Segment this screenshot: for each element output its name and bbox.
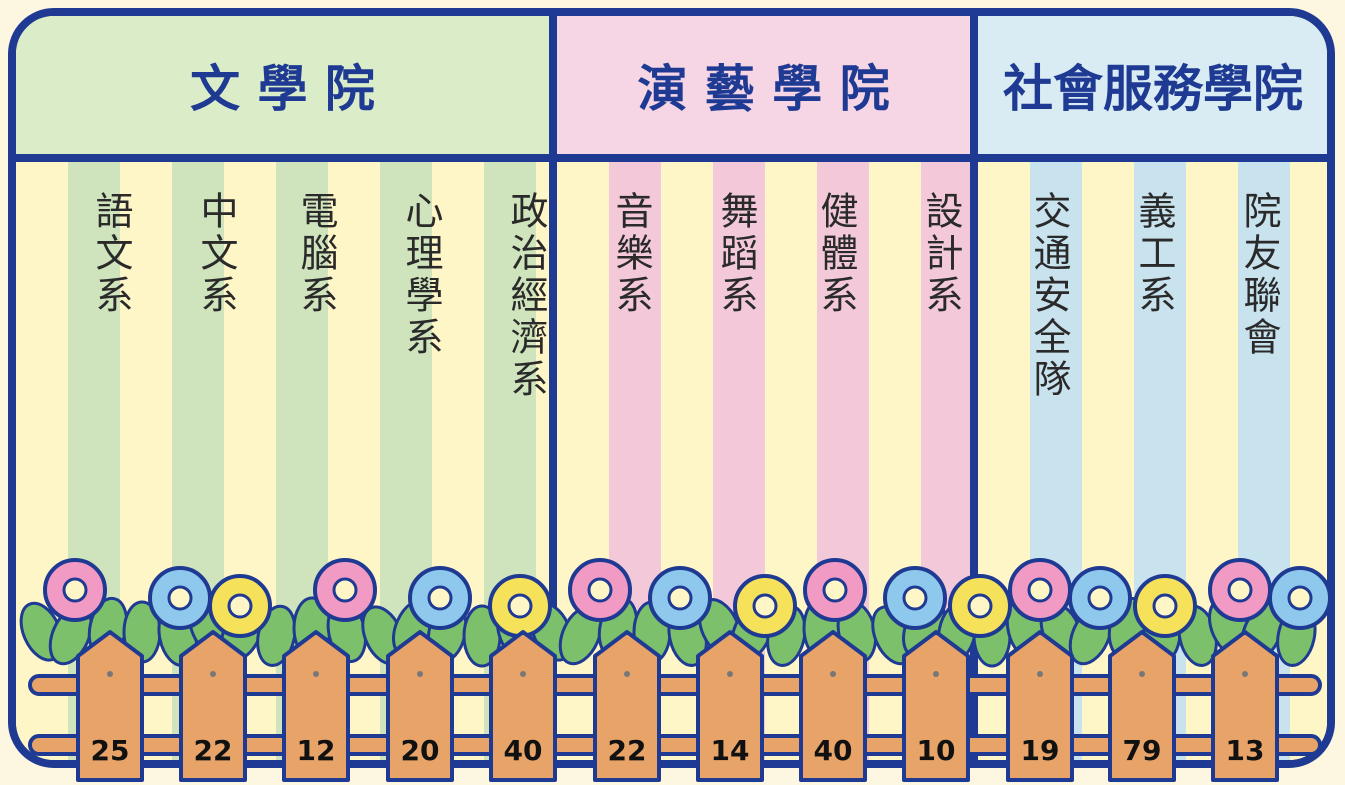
fence-picket bbox=[179, 630, 247, 782]
group-title-performing-arts: 演 藝 學 院 bbox=[637, 59, 890, 118]
chart-frame: 文 學 院 演 藝 學 院 社會服務學院 語文系 中文系 電腦系 心理學系 政治… bbox=[8, 8, 1335, 768]
department-label: 音樂系 bbox=[609, 191, 653, 317]
department-label: 音樂系 bbox=[601, 191, 661, 317]
value-label: 22 bbox=[608, 734, 647, 767]
fence-picket bbox=[386, 630, 454, 782]
value-label: 40 bbox=[504, 734, 543, 767]
fence-picket bbox=[1211, 630, 1279, 782]
group-title-social-service: 社會服務學院 bbox=[1003, 59, 1303, 118]
flower-center bbox=[1152, 593, 1178, 619]
flower-center bbox=[227, 593, 253, 619]
flower-center bbox=[752, 593, 778, 619]
fence-picket bbox=[76, 630, 144, 782]
group-title-literature: 文 學 院 bbox=[190, 59, 375, 118]
group-header-social-service: 社會服務學院 bbox=[978, 16, 1327, 162]
department-label: 院友聯會 bbox=[1237, 191, 1281, 359]
flower-center bbox=[587, 577, 613, 603]
picket-nail bbox=[933, 671, 939, 677]
fence-picket bbox=[696, 630, 764, 782]
flower-center bbox=[1287, 585, 1313, 611]
value-label: 25 bbox=[91, 734, 130, 767]
flower-center bbox=[902, 585, 928, 611]
fence-picket bbox=[489, 630, 557, 782]
department-label: 中文系 bbox=[194, 191, 238, 317]
fence-picket bbox=[1006, 630, 1074, 782]
department-label: 心理學系 bbox=[391, 191, 451, 359]
picket-nail bbox=[417, 671, 423, 677]
picket-nail bbox=[107, 671, 113, 677]
department-label: 健體系 bbox=[806, 191, 866, 317]
fence-picket bbox=[902, 630, 970, 782]
value-label: 20 bbox=[401, 734, 440, 767]
department-label: 設計系 bbox=[911, 191, 971, 317]
group-header-performing-arts: 演 藝 學 院 bbox=[557, 16, 970, 162]
department-label: 電腦系 bbox=[294, 191, 338, 317]
picket-nail bbox=[624, 671, 630, 677]
value-label: 22 bbox=[194, 734, 233, 767]
department-label: 設計系 bbox=[919, 191, 963, 317]
picket-nail bbox=[520, 671, 526, 677]
department-label: 語文系 bbox=[81, 191, 141, 317]
picket-nail bbox=[210, 671, 216, 677]
picket-nail bbox=[727, 671, 733, 677]
flower-center bbox=[667, 585, 693, 611]
picket-nail bbox=[1242, 671, 1248, 677]
picket-nail bbox=[830, 671, 836, 677]
department-label: 交通安全隊 bbox=[1027, 191, 1071, 401]
value-label: 19 bbox=[1021, 734, 1060, 767]
flower-center bbox=[967, 593, 993, 619]
fence-picket bbox=[1108, 630, 1176, 782]
value-label: 12 bbox=[297, 734, 336, 767]
flower-center bbox=[1087, 585, 1113, 611]
flower-center bbox=[507, 593, 533, 619]
flower-center bbox=[822, 577, 848, 603]
department-label: 舞蹈系 bbox=[706, 191, 766, 317]
department-label: 義工系 bbox=[1132, 191, 1176, 317]
group-divider bbox=[549, 16, 557, 760]
flower-center bbox=[1227, 577, 1253, 603]
flower-center bbox=[1027, 577, 1053, 603]
department-label: 心理學系 bbox=[399, 191, 443, 359]
department-label: 政治經濟系 bbox=[496, 191, 556, 401]
value-label: 10 bbox=[917, 734, 956, 767]
flower-center bbox=[332, 577, 358, 603]
flower-center bbox=[62, 577, 88, 603]
value-label: 13 bbox=[1226, 734, 1265, 767]
value-label: 79 bbox=[1123, 734, 1162, 767]
department-label: 交通安全隊 bbox=[1019, 191, 1079, 401]
flower-center bbox=[167, 585, 193, 611]
picket-nail bbox=[313, 671, 319, 677]
fence-picket bbox=[282, 630, 350, 782]
department-label: 電腦系 bbox=[286, 191, 346, 317]
flower-center bbox=[427, 585, 453, 611]
value-label: 40 bbox=[814, 734, 853, 767]
fence-rail bbox=[28, 674, 1322, 696]
group-header-literature: 文 學 院 bbox=[16, 16, 549, 162]
department-label: 語文系 bbox=[89, 191, 133, 317]
fence-picket bbox=[593, 630, 661, 782]
department-label: 院友聯會 bbox=[1229, 191, 1289, 359]
fence-picket bbox=[799, 630, 867, 782]
value-label: 14 bbox=[711, 734, 750, 767]
picket-nail bbox=[1139, 671, 1145, 677]
department-label: 政治經濟系 bbox=[504, 191, 548, 401]
department-label: 義工系 bbox=[1124, 191, 1184, 317]
fence-rail bbox=[28, 734, 1322, 756]
department-label: 中文系 bbox=[186, 191, 246, 317]
department-label: 健體系 bbox=[814, 191, 858, 317]
department-label: 舞蹈系 bbox=[714, 191, 758, 317]
picket-nail bbox=[1037, 671, 1043, 677]
group-divider bbox=[970, 16, 978, 760]
